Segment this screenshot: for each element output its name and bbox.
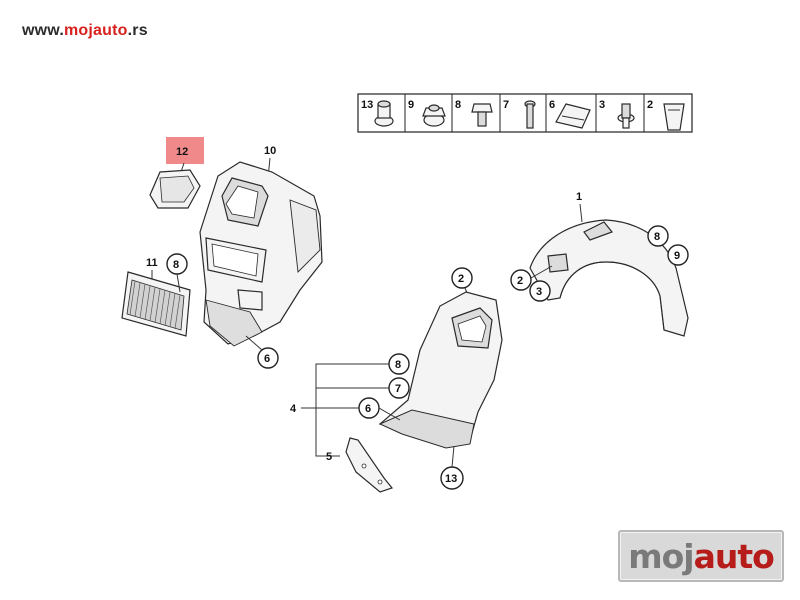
cover-panel-12: [149, 169, 201, 209]
callout-2-liner: 2: [517, 275, 523, 287]
callout-12: 12: [176, 146, 188, 158]
mounting-strip-5: [345, 437, 394, 493]
callout-3-liner: 3: [536, 286, 542, 298]
callout-11: 11: [146, 257, 158, 269]
strip-label-7: 7: [503, 99, 509, 111]
site-url[interactable]: www.mojauto.rs: [22, 22, 148, 40]
wheel-arch-liner-1: [529, 219, 689, 337]
strip-label-13: 13: [361, 99, 373, 111]
collar-nut-icon: [374, 100, 394, 127]
watermark-right: auto: [693, 536, 775, 576]
callout-4: 4: [290, 403, 297, 415]
url-prefix: www.: [22, 22, 64, 39]
callout-8-bracket: 8: [395, 359, 401, 371]
callout-10: 10: [264, 145, 276, 157]
strip-label-8: 8: [455, 99, 461, 111]
callout-6-bracket: 6: [365, 403, 371, 415]
air-grille-11: [121, 271, 191, 337]
callout-1: 1: [576, 191, 582, 203]
url-brand: mojauto: [64, 22, 128, 39]
strip-label-3: 3: [599, 99, 605, 111]
inner-wheel-arch-panel-10: [199, 161, 323, 347]
strip-label-9: 9: [408, 99, 414, 111]
underbody-bracket-4: [378, 291, 503, 449]
bolt-icon: [524, 100, 536, 129]
callout-7-bracket: 7: [395, 383, 401, 395]
watermark-left: moj: [628, 536, 694, 576]
hex-nut-icon: [422, 104, 446, 127]
callout-8-grille: 8: [173, 259, 179, 271]
callout-13: 13: [445, 473, 457, 485]
callout-8-liner: 8: [654, 231, 660, 243]
callout-9-liner: 9: [674, 250, 680, 262]
spring-clip-icon: [555, 103, 591, 129]
fastener-strip: 13 9 8 7 6 3 2: [357, 93, 693, 133]
strip-label-6: 6: [549, 99, 555, 111]
callout-5: 5: [326, 451, 332, 463]
strip-label-2: 2: [647, 99, 653, 111]
plastic-nut-icon: [663, 103, 685, 131]
highlight-box-12: [166, 137, 204, 164]
expanding-rivet-icon: [617, 103, 635, 129]
callout-2-bracket: 2: [458, 273, 464, 285]
url-suffix: .rs: [127, 22, 148, 39]
callout-6-panel: 6: [264, 353, 270, 365]
screw-icon: [471, 103, 493, 127]
